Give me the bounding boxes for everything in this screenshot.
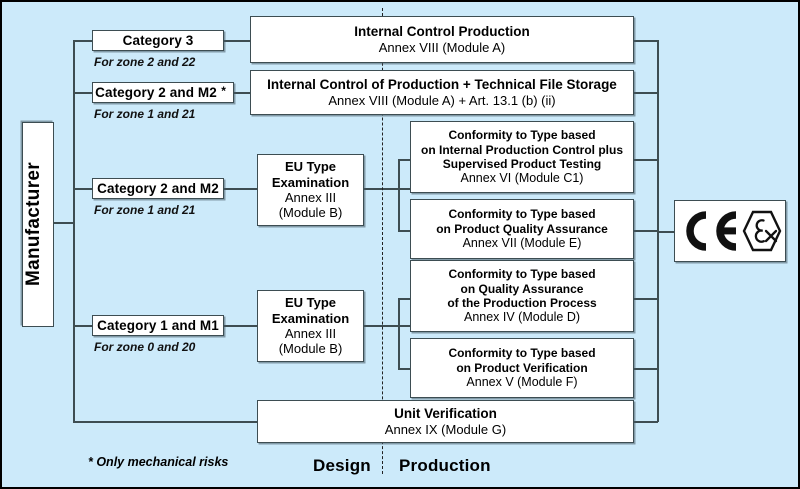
category-zone-2-m2-b: For zone 1 and 21 (94, 203, 196, 217)
module-line-2: Annex VIII (Module A) (378, 39, 506, 55)
connector-eu-type-2-split-bus (398, 298, 400, 369)
mechanical-risks-note: * Only mechanical risks (88, 455, 229, 469)
connector-c1-to-right-bus (634, 159, 658, 161)
connector-category-1-m1-to-eu-type (224, 325, 257, 327)
module-line-3: Annex V (Module F) (466, 374, 578, 389)
eu-type-line-3: Annex III (284, 326, 337, 341)
category-box-3[interactable]: Category 3 (92, 30, 224, 51)
module-line-2: on Internal Production Control plus (421, 142, 623, 157)
eu-type-line-2: Examination (271, 174, 350, 190)
module-line-2: on Quality Assurance (460, 281, 584, 296)
connector-category-2-m2-a-to-module (224, 92, 250, 94)
module-line-4: Annex IV (Module D) (463, 309, 581, 324)
category-label: Category 1 and M1 (97, 317, 219, 333)
eu-type-line-4: (Module B) (278, 205, 343, 221)
connector-bus-to-category-2-m2-b (73, 188, 93, 190)
manufacturer-label: Manufacturer (23, 162, 44, 287)
module-conformity-to-type-d[interactable]: Conformity to Type based on Quality Assu… (410, 260, 634, 332)
connector-uv-to-right-bus (634, 421, 658, 423)
module-line-2: on Product Verification (456, 360, 588, 375)
module-line-1: Conformity to Type based (448, 267, 596, 282)
ce-ex-marking-box (674, 200, 786, 262)
module-line-2: Annex VIII (Module A) + Art. 13.1 (b) (i… (328, 92, 556, 108)
connector-f-to-right-bus (634, 368, 658, 370)
eu-type-examination-box-2[interactable]: EU Type Examination Annex III (Module B) (257, 290, 364, 362)
manufacturer-box: Manufacturer (22, 122, 54, 327)
module-internal-control-production[interactable]: Internal Control Production Annex VIII (… (250, 16, 634, 63)
connector-eu-type-1-to-c1 (398, 159, 410, 161)
module-line-1: Conformity to Type based (448, 346, 596, 361)
connector-left-bus (73, 40, 75, 422)
connector-eu-type-2-to-f (398, 368, 410, 370)
connector-category-2-m2-b-to-eu-type (224, 188, 257, 190)
connector-bus-to-unit-verification (73, 421, 257, 423)
module-conformity-to-type-e[interactable]: Conformity to Type based on Product Qual… (410, 199, 634, 259)
category-box-1-m1[interactable]: Category 1 and M1 (92, 315, 224, 336)
connector-manufacturer-stub (54, 222, 74, 224)
category-label: Category 3 (122, 32, 194, 48)
category-zone-1-m1: For zone 0 and 20 (94, 340, 196, 354)
production-label: Production (399, 456, 491, 475)
connector-ictfs-to-right-bus (634, 92, 658, 94)
module-line-3: Supervised Product Testing (442, 156, 602, 171)
connector-eu-type-1-stub (364, 188, 410, 190)
category-box-2-m2-a[interactable]: Category 2 and M2 * (92, 82, 234, 103)
module-line-3: Annex VII (Module E) (462, 235, 582, 250)
connector-bus-to-category-1-m1 (73, 325, 93, 327)
eu-type-line-4: (Module B) (278, 341, 343, 357)
connector-eu-type-2-stub (364, 325, 410, 327)
module-line-3: of the Production Process (447, 295, 597, 310)
category-label: Category 2 and M2 (95, 84, 217, 100)
module-line-2: Annex IX (Module G) (384, 421, 507, 437)
category-box-2-m2-b[interactable]: Category 2 and M2 (92, 178, 224, 199)
eu-type-line-2: Examination (271, 310, 350, 326)
connector-e-to-right-bus (634, 230, 658, 232)
module-line-2: on Product Quality Assurance (436, 221, 608, 236)
module-line-1: Conformity to Type based (448, 128, 596, 143)
ce-ex-marking-icon (686, 210, 782, 252)
connector-eu-type-1-to-e (398, 230, 410, 232)
module-internal-control-technical-file-storage[interactable]: Internal Control of Production + Technic… (250, 70, 634, 115)
connector-category-3-to-module (224, 40, 250, 42)
connector-eu-type-2-to-d (398, 298, 410, 300)
module-line-1: Unit Verification (394, 405, 497, 421)
module-conformity-to-type-f[interactable]: Conformity to Type based on Product Veri… (410, 338, 634, 398)
design-label: Design (313, 456, 371, 475)
connector-eu-type-1-split-bus (398, 159, 400, 231)
design-production-divider (382, 8, 383, 474)
category-label: Category 2 and M2 (97, 180, 219, 196)
category-zone-3: For zone 2 and 22 (94, 55, 196, 69)
connector-right-bus-to-marking (657, 231, 675, 233)
module-line-1: Internal Control of Production + Technic… (267, 76, 617, 92)
module-unit-verification[interactable]: Unit Verification Annex IX (Module G) (257, 400, 634, 443)
module-line-1: Conformity to Type based (448, 207, 596, 222)
module-line-1: Internal Control Production (354, 23, 530, 39)
connector-bus-to-category-3 (73, 40, 93, 42)
category-zone-2-m2-a: For zone 1 and 21 (94, 107, 196, 121)
category-asterisk: * (221, 84, 226, 98)
connector-icp-to-right-bus (634, 40, 658, 42)
connector-d-to-right-bus (634, 298, 658, 300)
connector-bus-to-category-2-m2-a (73, 92, 93, 94)
module-conformity-to-type-c1[interactable]: Conformity to Type based on Internal Pro… (410, 121, 634, 193)
eu-type-line-1: EU Type (284, 159, 337, 175)
eu-type-line-1: EU Type (284, 295, 337, 311)
eu-type-line-3: Annex III (284, 190, 337, 205)
module-line-4: Annex VI (Module C1) (460, 170, 584, 185)
eu-type-examination-box-1[interactable]: EU Type Examination Annex III (Module B) (257, 154, 364, 226)
